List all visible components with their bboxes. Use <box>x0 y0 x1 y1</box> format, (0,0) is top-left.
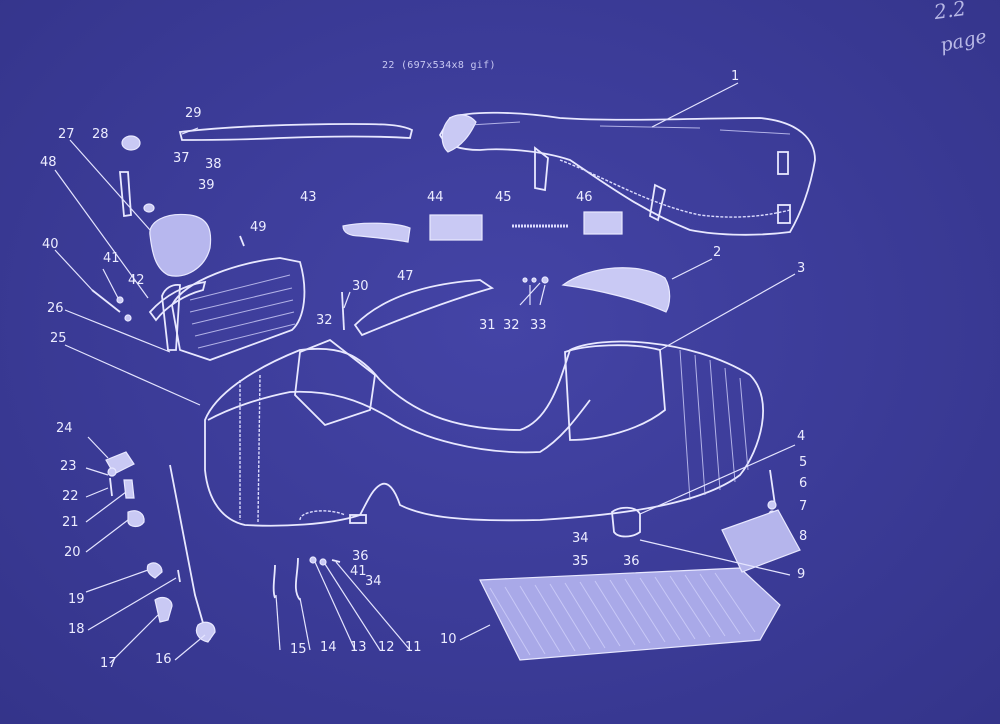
label-26: 26 <box>47 301 64 316</box>
part-20-knob <box>127 510 145 528</box>
label-49: 49 <box>250 220 267 235</box>
part-23-nut <box>107 467 117 477</box>
part-6-nut <box>767 500 777 510</box>
label-17: 17 <box>100 656 117 671</box>
label-38: 38 <box>205 157 222 172</box>
label-24: 24 <box>56 421 73 436</box>
label-19: 19 <box>68 592 85 607</box>
label-41-secondary: 41 <box>350 564 367 579</box>
leader-lines <box>54 82 796 664</box>
label-45: 45 <box>495 190 512 205</box>
part-43-handle <box>342 222 411 243</box>
part-11-pin <box>331 559 341 563</box>
label-7: 7 <box>799 499 807 514</box>
part-16-rod <box>169 464 211 641</box>
label-5: 5 <box>799 455 807 470</box>
part-32-rivet <box>531 277 537 283</box>
label-25: 25 <box>50 331 67 346</box>
label-48: 48 <box>40 155 57 170</box>
part-22-screw <box>109 477 113 497</box>
label-4: 4 <box>797 429 805 444</box>
label-32-secondary: 32 <box>503 318 520 333</box>
label-31: 31 <box>479 318 496 333</box>
part-40-pin <box>91 289 121 313</box>
part-4-clamp <box>611 506 641 538</box>
sidecar-main-body <box>161 257 764 527</box>
label-10: 10 <box>440 632 457 647</box>
label-43: 43 <box>300 190 317 205</box>
label-1: 1 <box>731 69 739 84</box>
part-47-seal <box>353 279 495 337</box>
label-27: 27 <box>58 127 75 142</box>
part-31-rivet <box>522 277 528 283</box>
label-46: 46 <box>576 190 593 205</box>
part-10-floor-board <box>479 567 781 661</box>
label-34: 34 <box>572 531 589 546</box>
label-34-secondary: 34 <box>365 574 382 589</box>
label-37: 37 <box>173 151 190 166</box>
label-15: 15 <box>290 642 307 657</box>
part-17-bolt-head <box>154 596 173 623</box>
label-36: 36 <box>352 549 369 564</box>
label-40: 40 <box>42 237 59 252</box>
part-44-hinge <box>429 214 483 241</box>
label-16: 16 <box>155 652 172 667</box>
part-13-washer <box>309 556 317 564</box>
part-16-rod-end <box>195 621 216 643</box>
image-caption: 22 (697x534x8 gif) <box>382 60 496 71</box>
part-8-plate <box>721 509 801 573</box>
label-41: 41 <box>103 251 120 266</box>
label-20: 20 <box>64 545 81 560</box>
label-12: 12 <box>378 640 395 655</box>
part-28-cap <box>121 135 141 151</box>
label-22: 22 <box>62 489 79 504</box>
label-44: 44 <box>427 190 444 205</box>
part-21-spacer <box>123 479 135 499</box>
label-9: 9 <box>797 567 805 582</box>
label-23: 23 <box>60 459 77 474</box>
label-39: 39 <box>198 178 215 193</box>
label-2: 2 <box>713 245 721 260</box>
part-18-pin <box>177 569 181 583</box>
label-3: 3 <box>797 261 805 276</box>
part-39-hinge-cup <box>149 213 212 277</box>
label-14: 14 <box>320 640 337 655</box>
part-29-strap <box>178 123 414 141</box>
label-13: 13 <box>350 640 367 655</box>
part-1-cover <box>438 111 816 236</box>
label-35: 35 <box>572 554 589 569</box>
part-41-nut <box>116 296 124 304</box>
part-15-hook <box>272 564 276 599</box>
label-11: 11 <box>405 640 422 655</box>
part-33-rivet <box>541 276 549 284</box>
part-49-pin <box>239 235 245 247</box>
part-2-fender <box>561 267 671 313</box>
part-30-clip <box>341 291 345 331</box>
part-5-bolt <box>769 469 776 506</box>
label-32: 32 <box>316 313 333 328</box>
part-48-strip <box>148 280 207 322</box>
label-42: 42 <box>128 273 145 288</box>
label-group: 1 2 3 4 5 6 7 8 9 10 11 12 13 14 15 16 1… <box>40 69 807 671</box>
label-8: 8 <box>799 529 807 544</box>
label-28: 28 <box>92 127 109 142</box>
label-21: 21 <box>62 515 79 530</box>
label-36-secondary: 36 <box>623 554 640 569</box>
label-33: 33 <box>530 318 547 333</box>
part-42-washer <box>124 314 132 322</box>
part-12-nut <box>319 558 327 566</box>
label-18: 18 <box>68 622 85 637</box>
part-46-latch <box>583 211 623 235</box>
label-47: 47 <box>397 269 414 284</box>
label-30: 30 <box>352 279 369 294</box>
part-37-bolt <box>119 171 132 218</box>
part-14-hook <box>294 557 301 601</box>
label-6: 6 <box>799 476 807 491</box>
label-29: 29 <box>185 106 202 121</box>
part-19-clip <box>146 562 163 579</box>
part-38-washer <box>143 203 155 213</box>
